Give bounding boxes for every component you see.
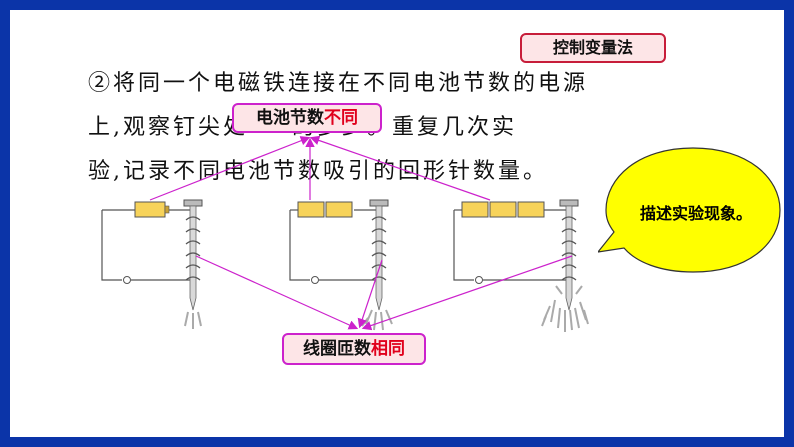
bubble-text: 描述实验现象。 — [640, 204, 753, 223]
battery — [297, 201, 325, 218]
battery — [325, 201, 353, 218]
battery — [134, 201, 166, 218]
paragraph-line-3: 验,记录不同电池节数吸引的回形针数量。 — [88, 159, 548, 184]
battery — [517, 201, 545, 218]
slide: 控制变量法 ②将同一个电磁铁连接在不同电池节数的电源 上,观察钉尖处的多少。重复… — [10, 10, 784, 437]
circuit-diagram — [101, 135, 589, 332]
nail-1 — [183, 199, 203, 329]
nail-2 — [361, 199, 393, 331]
battery-label-highlight: 不同 — [324, 108, 358, 128]
circuit-2 — [289, 199, 393, 331]
circuit-3 — [453, 199, 589, 332]
battery — [489, 201, 517, 218]
speech-bubble — [598, 147, 781, 273]
coil-turns-label: 线圈匝数相同 — [282, 333, 426, 365]
coil-label-highlight: 相同 — [371, 339, 405, 359]
paragraph-line-1: ②将同一个电磁铁连接在不同电池节数的电源 — [88, 71, 589, 96]
method-tag: 控制变量法 — [520, 33, 666, 63]
paragraph-line-2-start: 上,观察钉尖处 — [88, 115, 248, 140]
battery-label-prefix: 电池节数 — [256, 108, 324, 128]
battery-count-label: 电池节数不同 — [232, 103, 382, 133]
coil-label-prefix: 线圈匝数 — [303, 339, 371, 359]
nail-3 — [541, 199, 589, 332]
battery — [461, 201, 489, 218]
arrows-to-coil-label — [195, 255, 573, 331]
circuit-1 — [101, 199, 203, 329]
arrows-to-battery-label — [149, 135, 491, 201]
